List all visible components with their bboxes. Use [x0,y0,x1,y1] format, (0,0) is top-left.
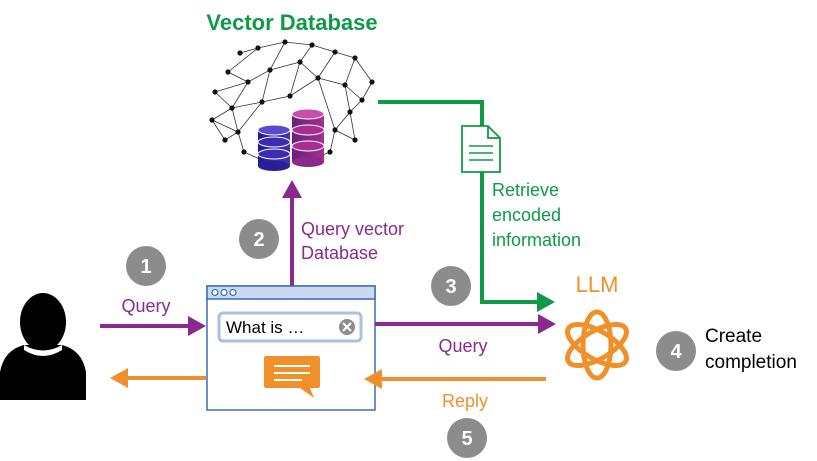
llm-label: LLM [576,272,619,297]
diagram-title: Vector Database [206,10,377,35]
user-reply-arrowhead [110,368,128,388]
window-dot-icon [229,288,237,297]
clear-icon[interactable] [339,319,355,335]
search-input-value: What is … [226,318,304,337]
retrieve-arrowhead [537,292,555,312]
step-badge-2: 2 [239,219,279,259]
brain-network-nodes [209,39,375,155]
document-icon [461,125,501,173]
search-input[interactable]: What is … [217,311,363,343]
step-badge-5: 5 [447,418,487,458]
window-dot-icon [211,288,219,297]
llm-query-arrowhead [538,314,556,334]
reply-label: Reply [442,391,488,411]
openai-logo-icon [565,309,629,381]
query-vector-label-line2: Database [301,243,378,263]
llm-query-label: Query [438,336,487,356]
step-badge-1: 1 [126,246,166,286]
user-icon [0,293,86,400]
step-badge-3-number: 3 [445,276,456,298]
step-badge-1-number: 1 [140,256,151,278]
retrieve-label-line3: information [492,230,581,250]
user-query-label: Query [121,296,170,316]
llm-reply-arrowhead [364,369,382,389]
create-completion-line2: completion [705,352,797,373]
step-badge-5-number: 5 [461,428,472,450]
create-completion-line1: Create [705,326,762,347]
step-badge-2-number: 2 [253,229,264,251]
retrieve-label-line1: Retrieve [492,180,559,200]
step-badge-4: 4 [656,331,696,371]
database-stack-icon [257,108,325,171]
retrieve-label-line2: encoded [492,205,561,225]
chat-bubble-icon [264,356,320,398]
query-vector-label-line1: Query vector [301,219,404,239]
retrieve-arrow [378,100,540,304]
step-badge-3: 3 [431,266,471,306]
user-query-arrowhead [188,316,206,336]
window-dot-icon [220,288,228,297]
chat-window [206,285,376,411]
query-vector-arrowhead [282,180,302,198]
step-badge-4-number: 4 [670,341,682,363]
